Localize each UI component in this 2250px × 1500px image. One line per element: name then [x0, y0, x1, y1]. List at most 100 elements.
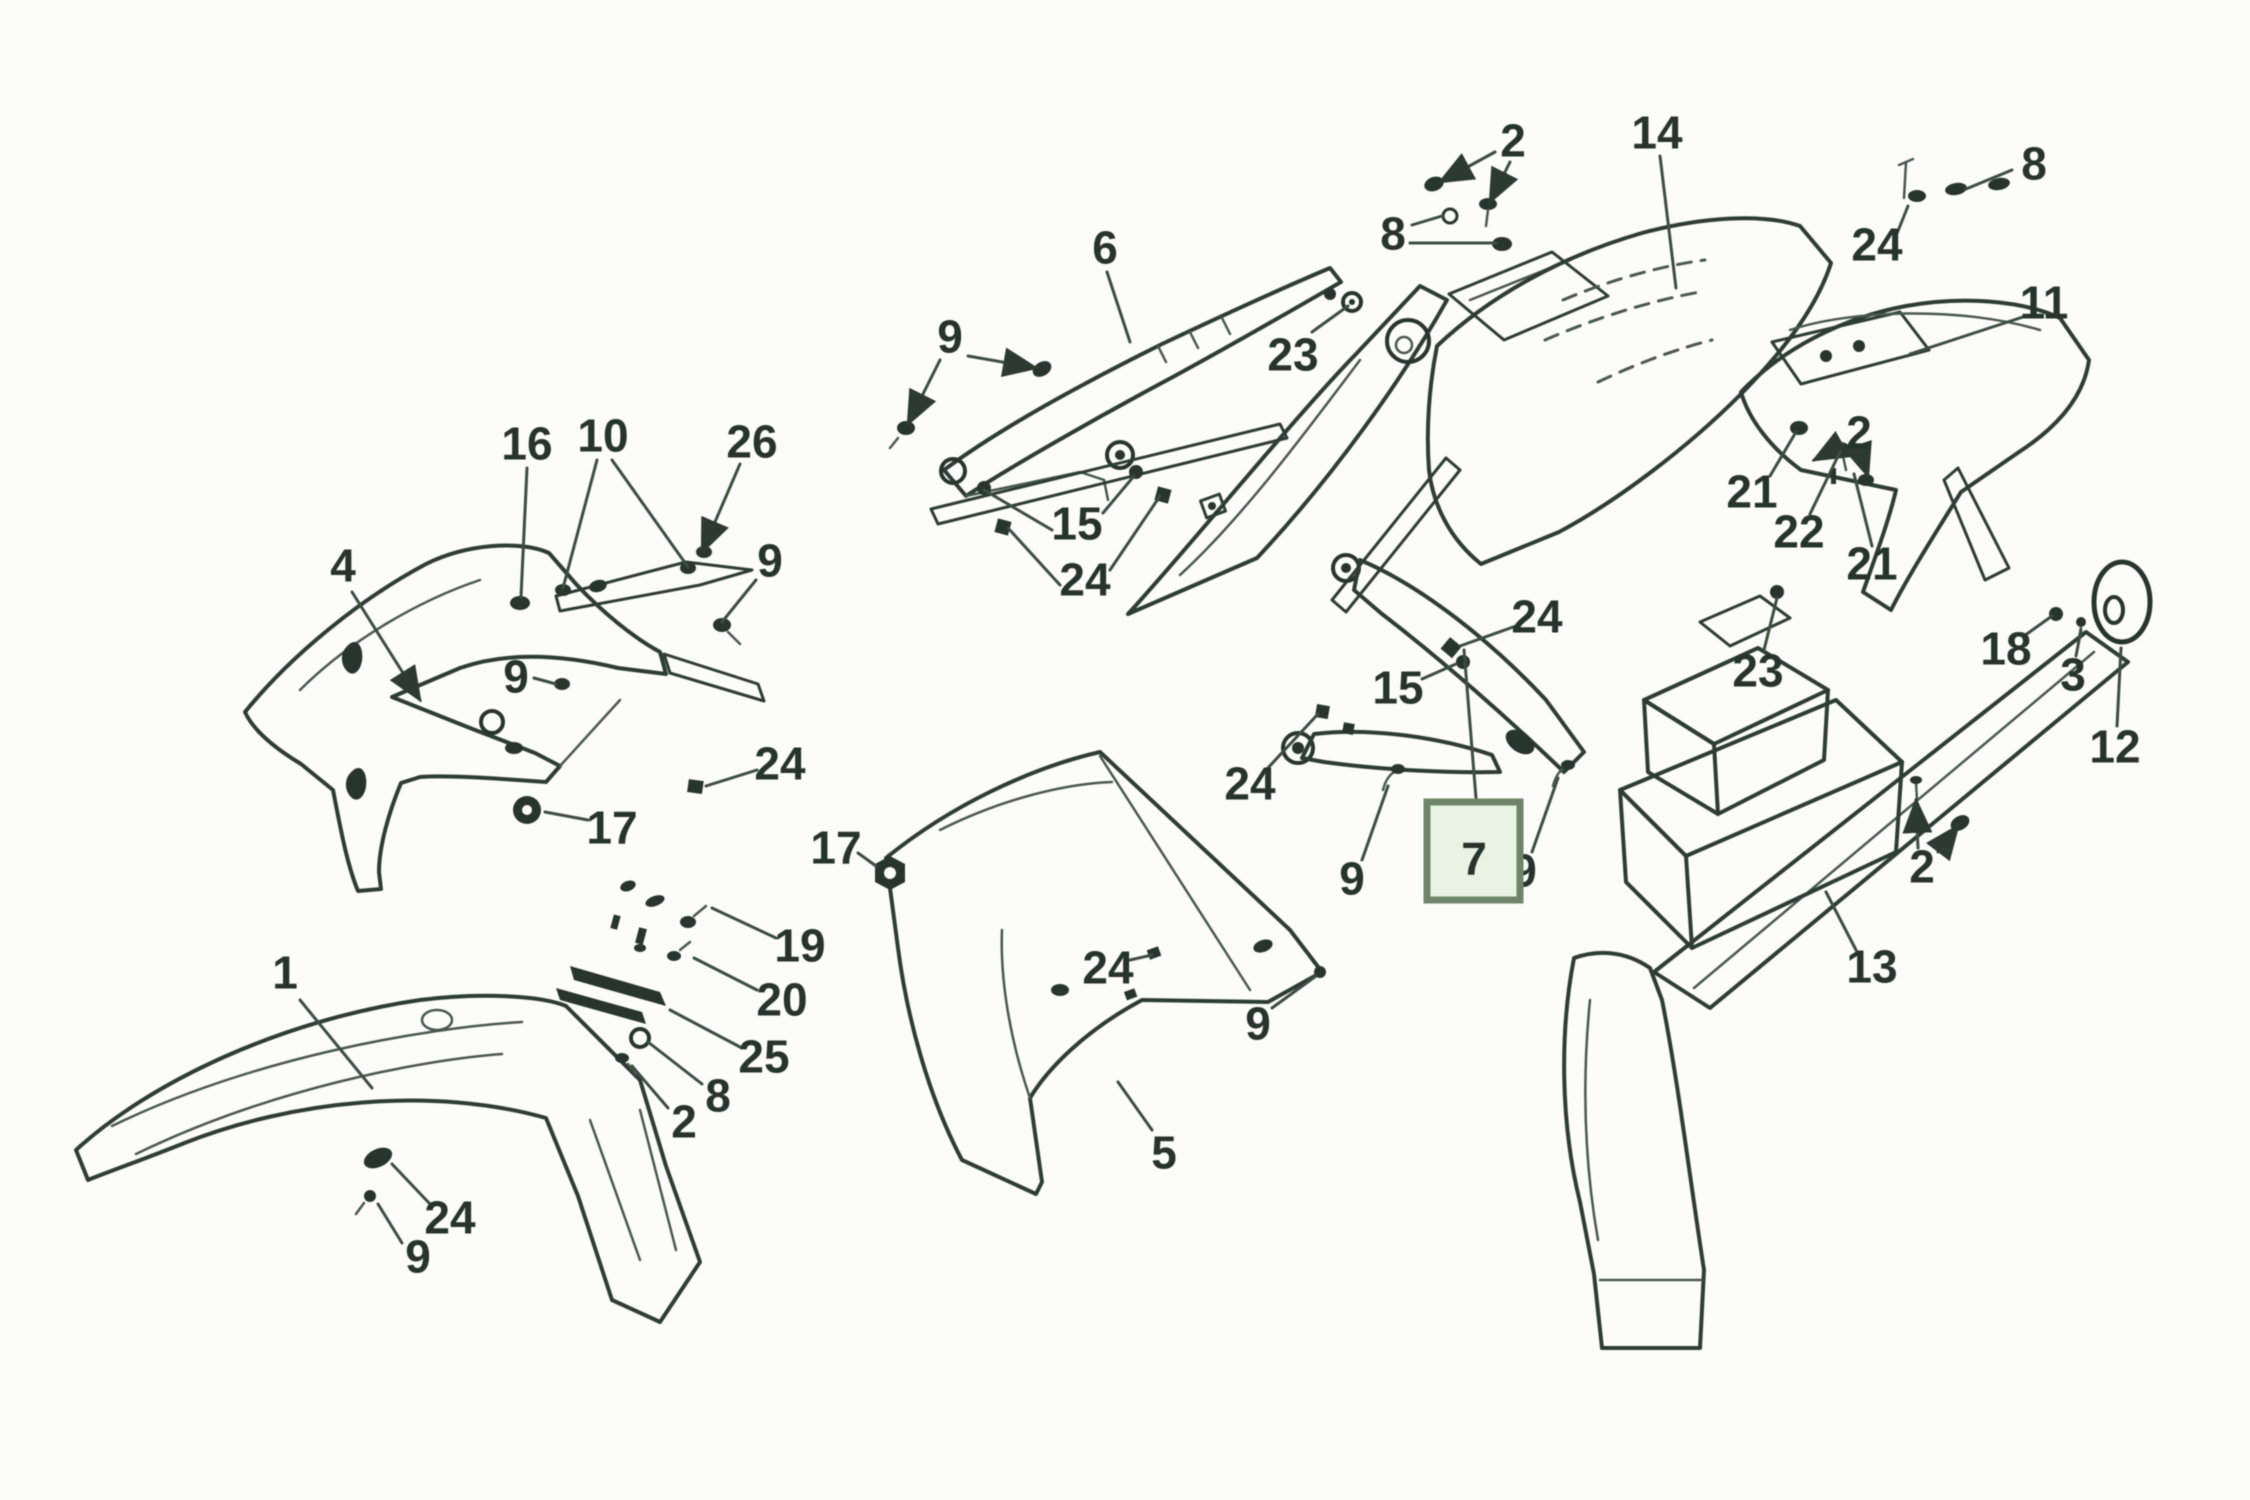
part-label-2a: 2 [1500, 115, 1526, 167]
part-label-23b: 23 [1732, 645, 1783, 697]
part-label-2d: 2 [671, 1096, 697, 1148]
part-label-18: 18 [1980, 623, 2031, 675]
leader-line-18 [2022, 614, 2054, 638]
part-label-3: 3 [2060, 649, 2086, 701]
leader-line-24c [1458, 624, 1518, 648]
leader-line-25 [668, 1008, 742, 1049]
leader-line-21a [1768, 430, 1798, 478]
leader-line-5 [1116, 1080, 1154, 1132]
part-outline-side-strip [1352, 558, 1586, 774]
part-label-9g: 9 [503, 651, 529, 703]
part-label-5: 5 [1151, 1127, 1177, 1179]
leader-line-9a [720, 578, 758, 624]
part-label-26: 26 [726, 416, 777, 468]
leader-line-4 [350, 590, 422, 703]
part-label-24e: 24 [754, 738, 806, 790]
highlighted-part-box[interactable] [1423, 798, 1524, 904]
part-label-25: 25 [738, 1031, 789, 1083]
part-label-9e: 9 [1245, 998, 1271, 1050]
leader-line-2d [630, 1064, 670, 1110]
part-outline-front-fender [74, 993, 702, 1324]
part-label-8c: 8 [705, 1070, 731, 1122]
part-label-16: 16 [501, 418, 552, 470]
leader-line-24a-1 [1108, 494, 1162, 572]
panel-line-art [74, 216, 2153, 1350]
part-label-2e: 2 [1909, 841, 1935, 893]
leader-line-15a [982, 488, 1054, 532]
leader-line-17b [856, 851, 878, 868]
part-outline-center-duct [1126, 284, 1449, 616]
part-label-24g: 24 [424, 1192, 476, 1244]
part-label-9a: 9 [757, 535, 783, 587]
leader-line-8b [1964, 168, 2014, 191]
leader-line-9e [1270, 974, 1318, 1010]
leader-line-6 [1105, 270, 1132, 344]
leader-line-1 [298, 998, 374, 1090]
leader-line-21b [1852, 472, 1874, 548]
part-label-24a: 24 [1059, 554, 1111, 606]
leader-line-20 [692, 956, 759, 992]
part-outline-bracket-7 [1300, 729, 1502, 775]
part-label-20: 20 [756, 974, 807, 1026]
leader-line-11 [1908, 314, 2028, 356]
leader-line-24a [1006, 526, 1062, 587]
leader-line-24d [1264, 712, 1320, 772]
leader-line-9b [966, 347, 1039, 378]
part-label-24f: 24 [1082, 942, 1134, 994]
part-outline-rear-rail [1652, 630, 2130, 1010]
leader-line-9b-1 [906, 358, 942, 427]
part-outline-grommet-ring [2091, 559, 2153, 645]
part-label-8a: 8 [1380, 208, 1406, 260]
part-label-21b: 21 [1846, 538, 1897, 590]
leader-line-2a-1 [1488, 160, 1519, 205]
leader-line-24f [1128, 953, 1154, 962]
part-label-10: 10 [577, 410, 628, 462]
part-label-1: 1 [272, 947, 298, 999]
part-label-21a: 21 [1726, 466, 1777, 518]
leader-line-23a [1310, 304, 1350, 334]
part-label-13: 13 [1846, 941, 1897, 993]
part-outline-rear-fender [1739, 298, 2091, 612]
leader-line-7 [1462, 648, 1478, 800]
leader-line-14 [1658, 154, 1678, 290]
part-label-17b: 17 [810, 822, 861, 874]
part-label-6: 6 [1092, 222, 1118, 274]
leader-line-9f [376, 1202, 404, 1245]
part-label-19: 19 [774, 920, 825, 972]
leader-line-10-1 [610, 458, 690, 569]
leader-line-2e [1902, 797, 1933, 850]
leader-line-3 [2074, 628, 2083, 658]
leader-line-26 [700, 462, 742, 555]
leader-line-17a [543, 810, 590, 822]
leader-line-2e-1 [1925, 823, 1960, 862]
leader-line-24g [390, 1162, 432, 1206]
leader-line-15b [1420, 662, 1458, 681]
part-label-9c: 9 [1339, 853, 1365, 905]
leader-line-2a [1437, 150, 1497, 184]
leader-line-15a-1 [1101, 474, 1136, 515]
leader-line-24b [1894, 204, 1910, 238]
leader-line-9g [532, 676, 558, 686]
part-label-9f: 9 [405, 1231, 431, 1283]
part-label-24d: 24 [1224, 758, 1276, 810]
leader-line-9c [1360, 784, 1390, 862]
part-outline-upper-blade [942, 266, 1343, 498]
part-outline-lower-center-panel [884, 750, 1324, 1196]
leader-line-12 [2115, 646, 2123, 728]
leader-line-2c [1811, 430, 1851, 462]
part-label-15a: 15 [1051, 498, 1102, 550]
part-label-12: 12 [2089, 721, 2140, 773]
part-outline-mudguard [1562, 950, 1706, 1350]
leader-line-2c-1 [1843, 439, 1872, 479]
leader-line-24e [704, 768, 759, 788]
part-label-15b: 15 [1372, 662, 1423, 714]
part-label-4: 4 [330, 540, 356, 592]
part-label-24c: 24 [1511, 591, 1563, 643]
part-label-14: 14 [1631, 107, 1683, 159]
leader-line-9d [1530, 776, 1560, 854]
leader-lines [298, 150, 2123, 1245]
part-label-7[interactable]: 7 [1461, 833, 1487, 885]
part-label-9b: 9 [937, 311, 963, 363]
